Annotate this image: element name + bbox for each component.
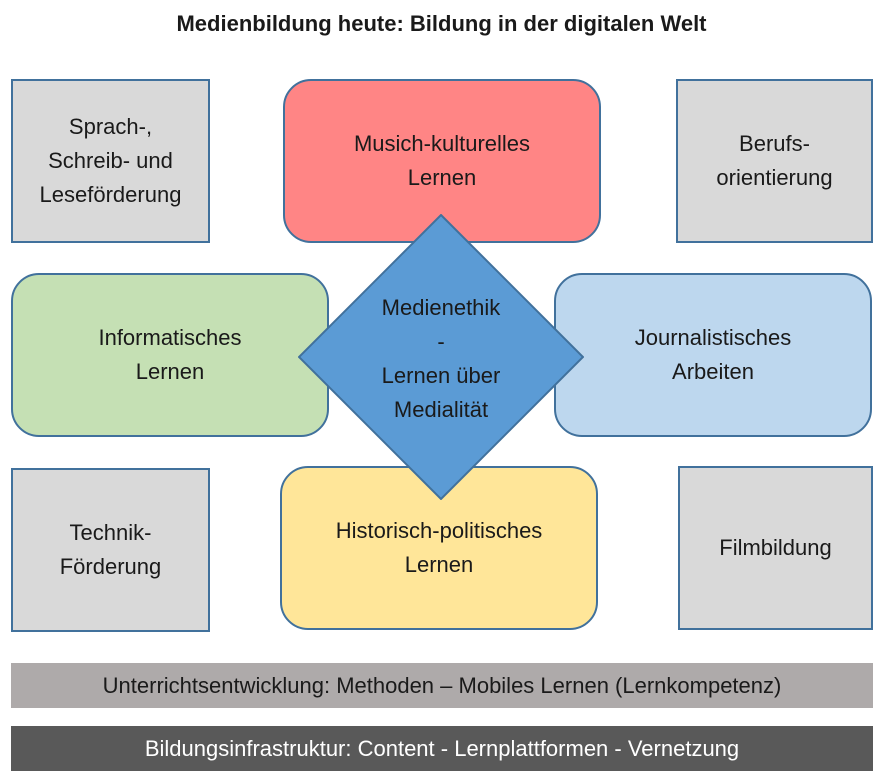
band-unterrichtsentwicklung: Unterrichtsentwicklung: Methoden – Mobil…	[11, 663, 873, 708]
diamond-shape	[298, 214, 584, 500]
box-informatisches-lernen: Informatisches Lernen	[11, 273, 329, 437]
box-journalistisches-arbeiten: Journalistisches Arbeiten	[554, 273, 872, 437]
box-technik-foerderung: Technik- Förderung	[11, 468, 210, 632]
box-berufsorientierung: Berufs- orientierung	[676, 79, 873, 243]
diamond-label-medienethik: Medienethik - Lernen über Medialität	[381, 295, 501, 422]
box-sprach-schreib-lesefoerderung: Sprach-, Schreib- und Leseförderung	[11, 79, 210, 243]
band-bildungsinfrastruktur: Bildungsinfrastruktur: Content - Lernpla…	[11, 726, 873, 771]
diagram-title: Medienbildung heute: Bildung in der digi…	[176, 11, 707, 36]
center-diamond: Medienethik - Lernen über Medialität	[298, 214, 584, 500]
box-filmbildung: Filmbildung	[678, 466, 873, 630]
